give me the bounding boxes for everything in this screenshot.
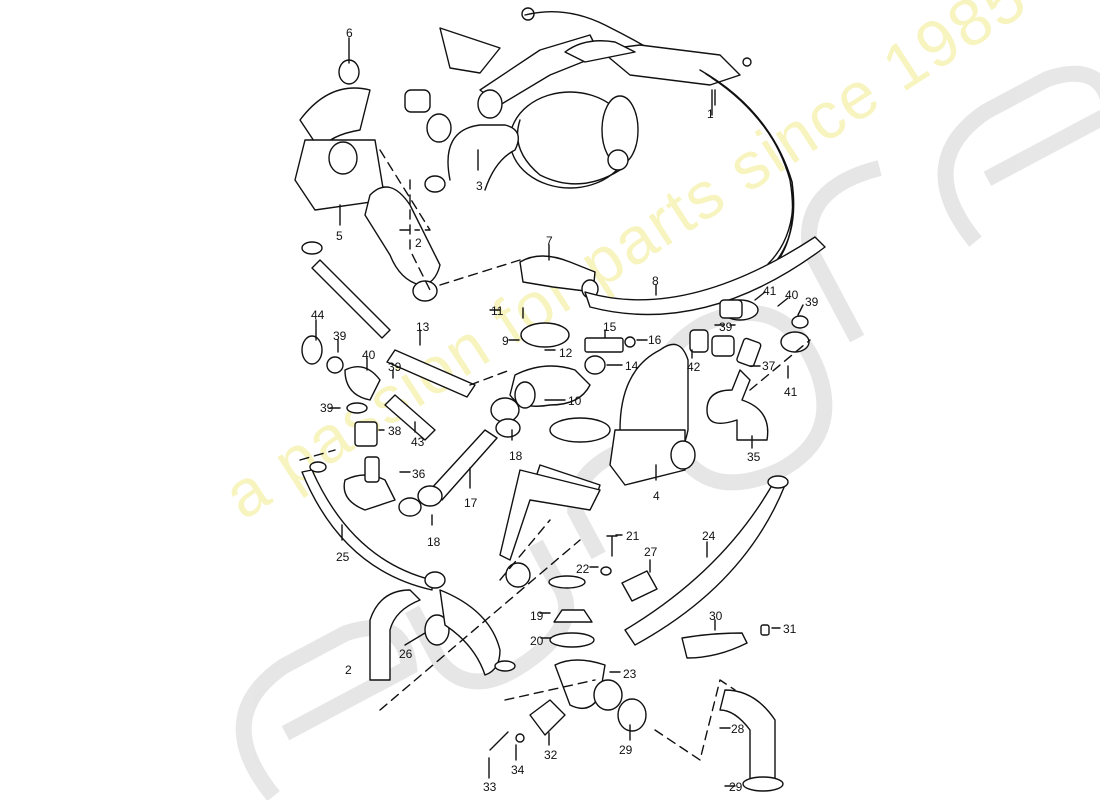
callout-26: 26 bbox=[399, 647, 413, 661]
part-5-heat-exchanger-flange bbox=[295, 88, 385, 210]
callout-43: 43 bbox=[411, 435, 425, 449]
callout-22: 22 bbox=[576, 562, 590, 576]
callout-12: 12 bbox=[559, 346, 573, 360]
callout-4: 4 bbox=[653, 489, 660, 503]
callout-17: 17 bbox=[464, 496, 478, 510]
part-13-hose bbox=[387, 350, 475, 397]
callout-42: 42 bbox=[687, 360, 701, 374]
part-2-hose-lower bbox=[370, 590, 420, 680]
callout-2b: 2 bbox=[345, 663, 352, 677]
callout-20: 20 bbox=[530, 634, 544, 648]
callout-44: 44 bbox=[311, 308, 325, 322]
callout-16: 16 bbox=[648, 333, 662, 347]
callout-40b: 40 bbox=[785, 288, 799, 302]
callout-1: 1 bbox=[707, 107, 714, 121]
callout-41b: 41 bbox=[784, 385, 798, 399]
callout-34: 34 bbox=[511, 763, 525, 777]
callout-28: 28 bbox=[731, 722, 745, 736]
callout-5: 5 bbox=[336, 229, 343, 243]
part-8-long-hose bbox=[585, 237, 825, 315]
callout-18a: 18 bbox=[509, 449, 523, 463]
leader-lines bbox=[316, 38, 803, 786]
callout-37: 37 bbox=[762, 359, 776, 373]
callout-39c: 39 bbox=[320, 401, 334, 415]
callout-27: 27 bbox=[644, 545, 658, 559]
callout-23: 23 bbox=[623, 667, 637, 681]
callout-15: 15 bbox=[603, 320, 617, 334]
callout-8: 8 bbox=[652, 274, 659, 288]
callout-39d: 39 bbox=[805, 295, 819, 309]
part-25-hose bbox=[302, 470, 432, 590]
part-28-hose bbox=[720, 690, 775, 780]
part-7-elbow bbox=[520, 256, 595, 292]
callout-35: 35 bbox=[747, 450, 761, 464]
blower-housing bbox=[510, 92, 638, 188]
callout-11: 11 bbox=[491, 304, 504, 318]
assembly-lines bbox=[300, 150, 810, 760]
callout-18b: 18 bbox=[427, 535, 441, 549]
callout-31: 31 bbox=[783, 622, 797, 636]
callout-39e: 39 bbox=[719, 320, 733, 334]
callout-32: 32 bbox=[544, 748, 558, 762]
callout-41a: 41 bbox=[763, 284, 777, 298]
callout-39a: 39 bbox=[333, 329, 347, 343]
part-2-hose-upper bbox=[365, 187, 440, 285]
callout-40a: 40 bbox=[362, 348, 376, 362]
callout-3: 3 bbox=[476, 179, 483, 193]
callout-21: 21 bbox=[626, 529, 640, 543]
callout-10: 10 bbox=[568, 394, 582, 408]
callout-9: 9 bbox=[502, 334, 509, 348]
upper-air-duct bbox=[440, 28, 635, 118]
callout-38: 38 bbox=[388, 424, 402, 438]
part-3-hose bbox=[448, 125, 518, 190]
callout-33: 33 bbox=[483, 780, 497, 794]
callout-13: 13 bbox=[416, 320, 430, 334]
callout-14: 14 bbox=[625, 359, 639, 373]
part-24-hose bbox=[625, 480, 785, 645]
callout-25: 25 bbox=[336, 550, 350, 564]
callout-29b: 29 bbox=[729, 780, 743, 794]
callout-36: 36 bbox=[412, 467, 426, 481]
callout-7: 7 bbox=[546, 234, 553, 248]
callout-24: 24 bbox=[702, 529, 716, 543]
callout-19: 19 bbox=[530, 609, 544, 623]
callout-29a: 29 bbox=[619, 743, 633, 757]
part-1-control-cables bbox=[522, 8, 794, 270]
callout-6: 6 bbox=[346, 26, 353, 40]
callout-30: 30 bbox=[709, 609, 723, 623]
part-4-blower-housing bbox=[610, 344, 695, 485]
callout-2a: 2 bbox=[415, 236, 422, 250]
callout-39b: 39 bbox=[388, 360, 402, 374]
